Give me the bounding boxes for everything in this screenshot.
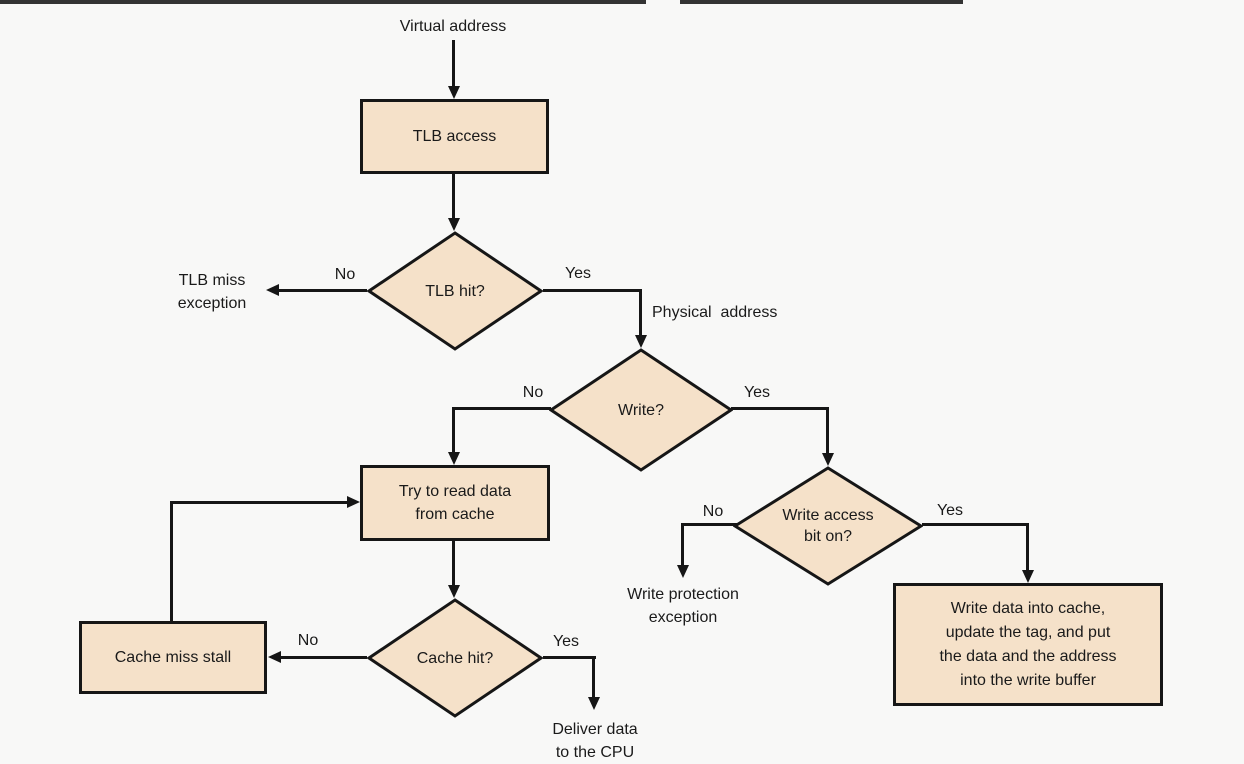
edge-cachemiss-loop-horizontal (170, 501, 347, 504)
node-cache-hit: Cache hit? (367, 598, 543, 718)
edge-annotation-physical-address: Physical address (652, 304, 778, 321)
edge-tlbhit-yes-vertical (639, 289, 642, 336)
edge-tlbhit-yes-horizontal (543, 289, 642, 292)
node-tlb-hit: TLB hit? (367, 231, 543, 351)
edge-label-write-access-yes: Yes (936, 502, 964, 519)
write-access-line2: bit on? (803, 528, 853, 545)
edge-tryread-cachehit (452, 540, 455, 586)
arrowhead-into-cache-hit (448, 585, 460, 598)
edge-writeaccess-no-horizontal (681, 523, 737, 526)
deliver-data-line1: Deliver data (552, 721, 638, 738)
edge-writeaccess-no-vertical (681, 523, 684, 567)
node-virtual-address: Virtual address (399, 18, 507, 35)
write-buffer-line2: update the tag, and put (945, 623, 1111, 641)
node-write: Write? (549, 348, 733, 472)
try-read-line1: Try to read data (398, 483, 512, 500)
cache-miss-stall-label: Cache miss stall (114, 649, 232, 666)
node-tlb-access: TLB access (360, 99, 549, 174)
screen-edge-artifact (0, 0, 646, 4)
edge-label-tlb-hit-no: No (334, 266, 356, 283)
arrowhead-into-tlb-miss-exception (266, 284, 279, 296)
write-buffer-line1: Write data into cache, (950, 599, 1106, 617)
arrowhead-into-try-read-left (347, 496, 360, 508)
edge-cachehit-yes-horizontal (543, 656, 596, 659)
edge-writeaccess-yes-vertical (1026, 523, 1029, 572)
tlb-miss-exception-line1: TLB miss (178, 272, 246, 289)
edge-write-no-horizontal (454, 407, 551, 410)
edge-label-cache-hit-no: No (297, 632, 319, 649)
try-read-line2: from cache (415, 506, 495, 523)
arrowhead-into-cache-miss-stall (268, 651, 281, 663)
edge-write-yes-horizontal (731, 407, 829, 410)
node-cache-miss-stall: Cache miss stall (79, 621, 267, 694)
edge-label-cache-hit-yes: Yes (552, 633, 580, 650)
node-deliver-data: Deliver data to the CPU (552, 718, 637, 764)
write-protection-line1: Write protection (627, 586, 739, 603)
node-write-access-bit: Write access bit on? (733, 466, 923, 586)
edge-cachehit-yes-vertical (592, 656, 595, 699)
edge-write-no-vertical (452, 407, 455, 453)
edge-cachehit-no (281, 656, 367, 659)
write-buffer-line3: the data and the address (939, 647, 1117, 665)
edge-write-yes-vertical (826, 407, 829, 454)
edge-label-write-access-no: No (702, 503, 724, 520)
diamond-shape-tlb-hit (367, 231, 543, 351)
node-tlb-miss-exception: TLB miss exception (178, 269, 247, 315)
arrowhead-into-try-read (448, 452, 460, 465)
deliver-data-line2: to the CPU (555, 744, 635, 761)
edge-label-write-yes: Yes (743, 384, 771, 401)
node-write-buffer: Write data into cache, update the tag, a… (893, 583, 1163, 706)
edge-label-write-no: No (522, 384, 544, 401)
tlb-hit-label: TLB hit? (425, 282, 485, 300)
edge-cachemiss-loop-vertical (170, 503, 173, 621)
tlb-miss-exception-line2: exception (177, 295, 247, 312)
diamond-shape-write (549, 348, 733, 472)
tlb-access-label: TLB access (412, 128, 497, 145)
edge-writeaccess-yes-horizontal (922, 523, 1029, 526)
diamond-shape-cache-hit (367, 598, 543, 718)
arrowhead-into-deliver-data (588, 697, 600, 710)
write-access-line1: Write access (782, 507, 874, 524)
edge-virtualaddress-tlbaccess (452, 40, 455, 88)
arrowhead-into-tlb-access (448, 86, 460, 99)
diamond-shape-write-access (733, 466, 923, 586)
write-buffer-line4: into the write buffer (960, 671, 1096, 689)
node-try-read-from-cache: Try to read data from cache (360, 465, 550, 541)
node-write-protection-exception: Write protection exception (627, 583, 739, 629)
write-label: Write? (618, 401, 664, 419)
edge-label-tlb-hit-yes: Yes (564, 265, 592, 282)
cache-hit-label: Cache hit? (416, 649, 494, 667)
arrowhead-into-write (635, 335, 647, 348)
arrowhead-into-tlb-hit (448, 218, 460, 231)
edge-tlbaccess-tlbhit (452, 173, 455, 220)
write-protection-line2: exception (648, 609, 718, 626)
screen-edge-artifact (680, 0, 963, 4)
edge-tlbhit-no (279, 289, 367, 292)
arrowhead-into-write-access (822, 453, 834, 466)
arrowhead-into-write-buffer (1022, 570, 1034, 583)
arrowhead-into-write-protection (677, 565, 689, 578)
